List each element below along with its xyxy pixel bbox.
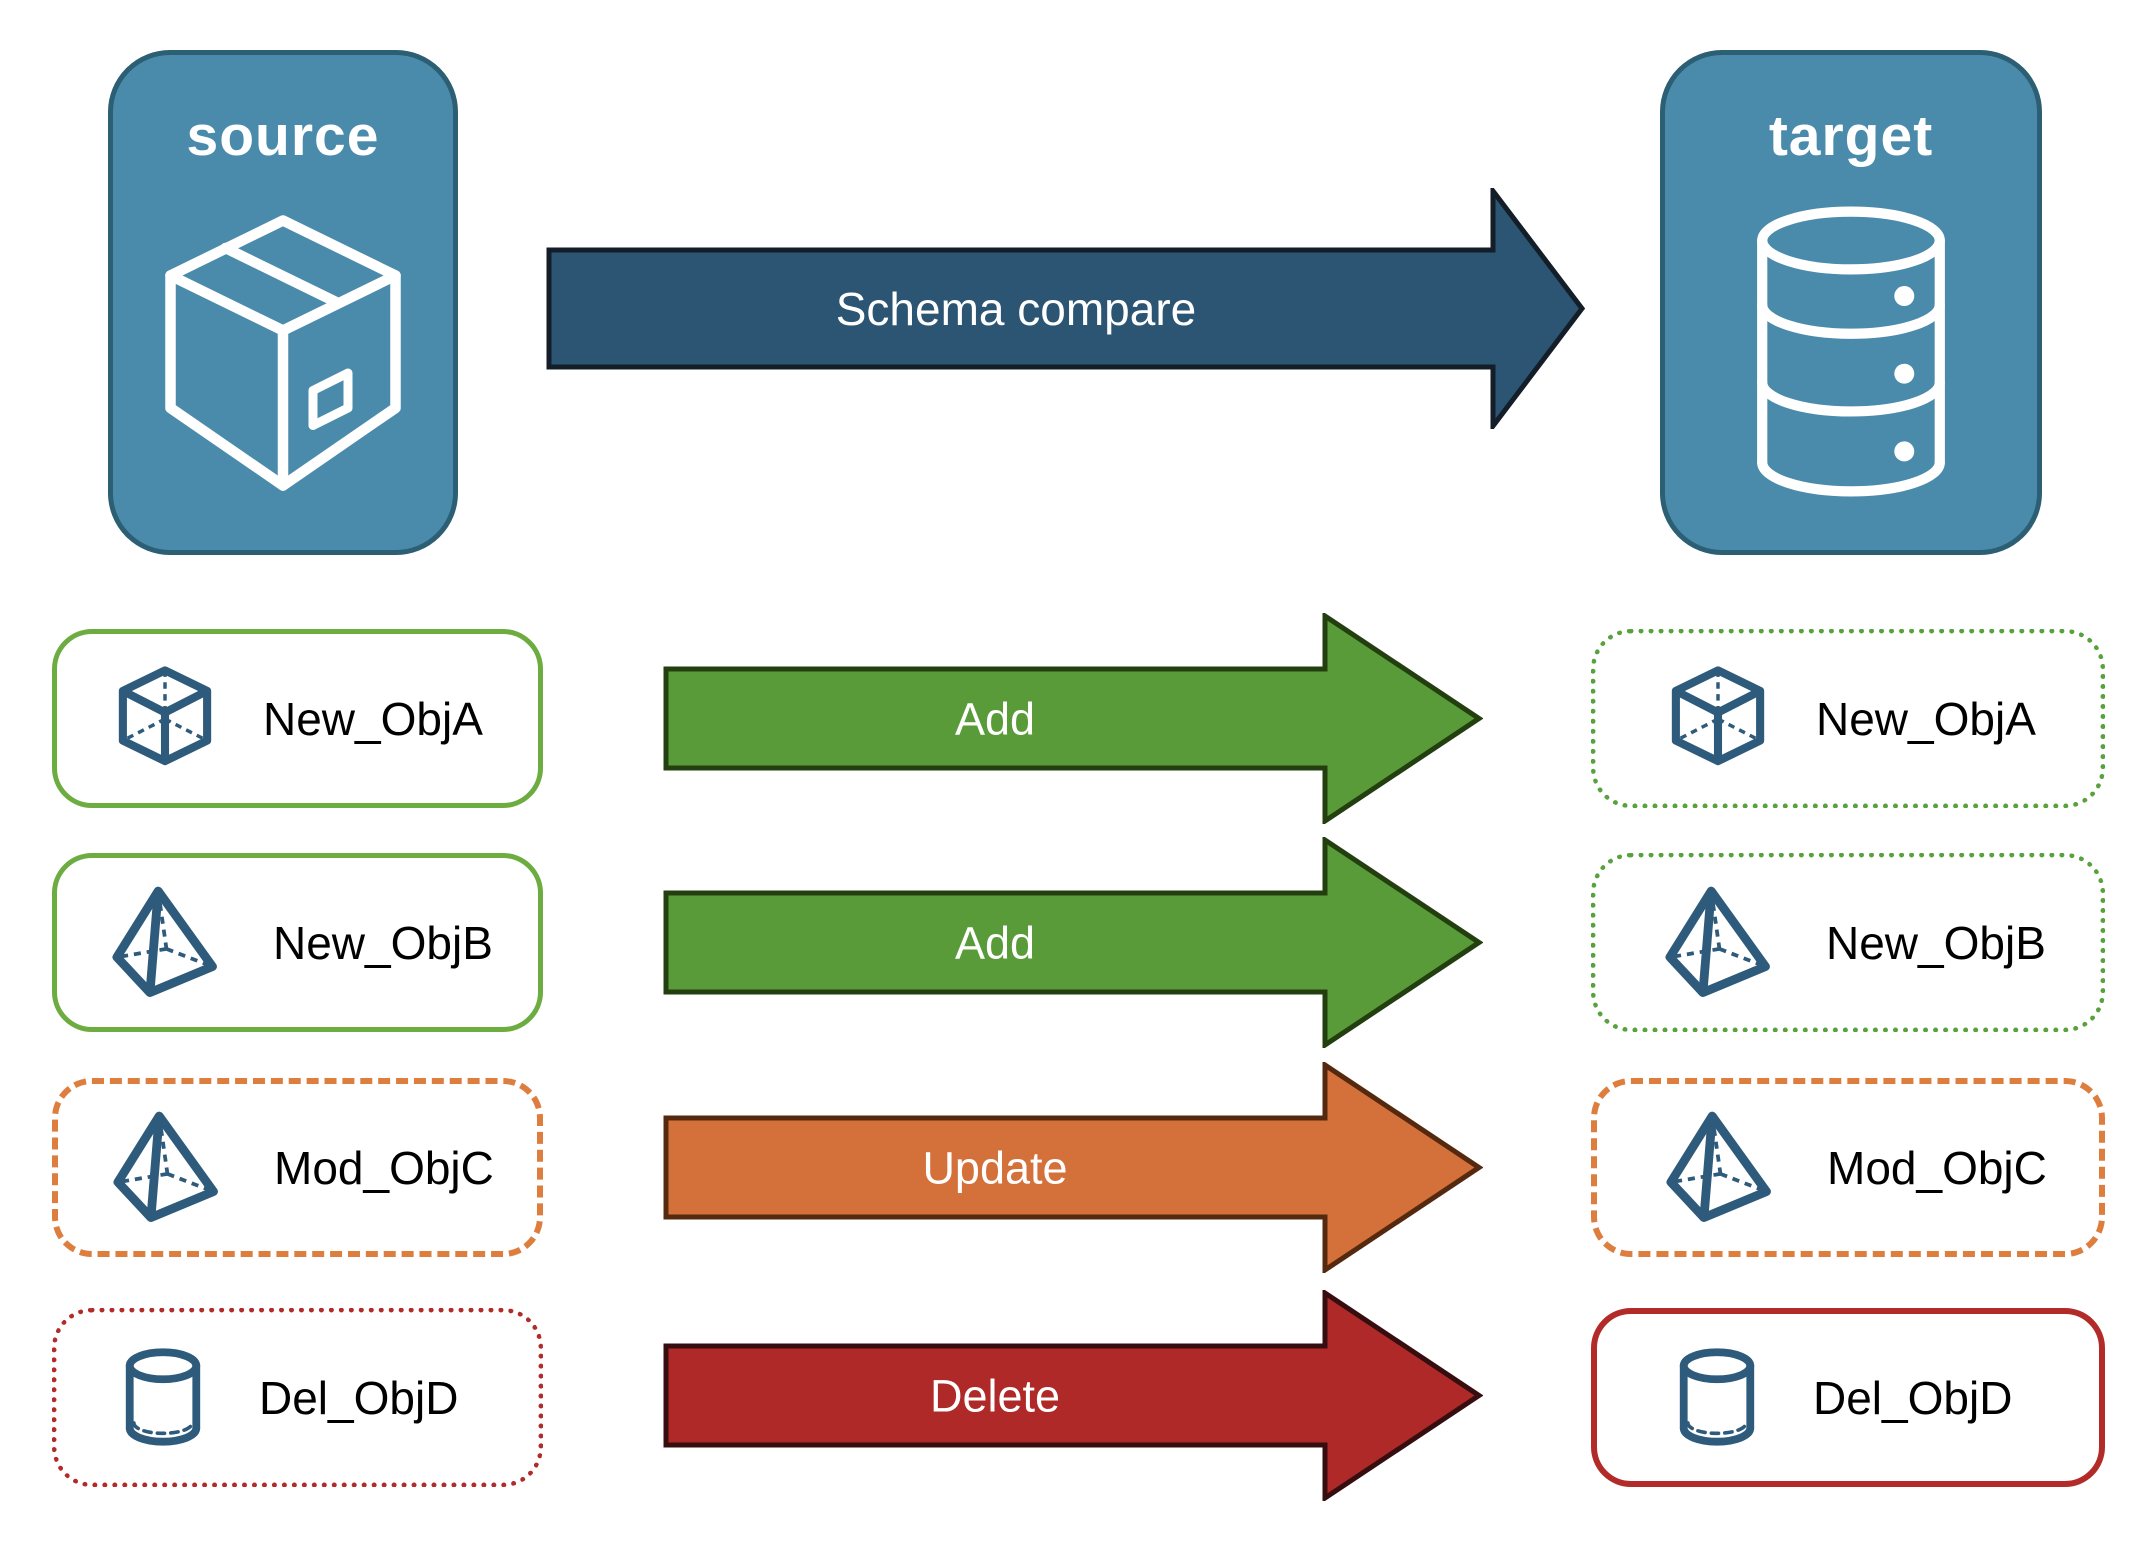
target-object-del-objd: Del_ObjD bbox=[1591, 1308, 2105, 1487]
object-label: New_ObjA bbox=[1816, 692, 2036, 745]
schema-compare-arrow: Schema compare bbox=[546, 188, 1586, 429]
target-object-new-obja: New_ObjA bbox=[1591, 629, 2105, 808]
cube-icon bbox=[1671, 665, 1765, 765]
target-object-new-objb: New_ObjB bbox=[1591, 853, 2105, 1032]
pyramid-icon bbox=[1666, 1111, 1771, 1222]
delete-arrow: Delete bbox=[663, 1290, 1483, 1501]
source-object-new-objb: New_ObjB bbox=[52, 853, 543, 1032]
pyramid-icon bbox=[112, 886, 217, 997]
pyramid-icon bbox=[113, 1111, 218, 1222]
add-arrow-row1: Add bbox=[663, 613, 1483, 824]
source-object-mod-objc: Mod_ObjC bbox=[52, 1078, 543, 1257]
object-label: Del_ObjD bbox=[1813, 1371, 2013, 1424]
source-box: source bbox=[108, 50, 458, 555]
update-arrow: Update bbox=[663, 1062, 1483, 1273]
add-arrow-row2: Add bbox=[663, 837, 1483, 1048]
object-label: New_ObjB bbox=[1826, 916, 2046, 969]
schema-compare-label: Schema compare bbox=[836, 283, 1197, 335]
cube-icon bbox=[118, 665, 212, 765]
add-arrow-label: Add bbox=[955, 918, 1035, 969]
delete-arrow-label: Delete bbox=[930, 1371, 1060, 1422]
cylinder-icon bbox=[1679, 1347, 1755, 1446]
object-label: New_ObjB bbox=[273, 916, 493, 969]
object-label: Del_ObjD bbox=[259, 1371, 459, 1424]
source-title: source bbox=[186, 104, 380, 168]
object-label: Mod_ObjC bbox=[274, 1141, 494, 1194]
database-icon bbox=[1757, 206, 1945, 497]
update-arrow-label: Update bbox=[922, 1143, 1067, 1194]
source-object-new-obja: New_ObjA bbox=[52, 629, 543, 808]
object-label: Mod_ObjC bbox=[1827, 1141, 2047, 1194]
source-object-del-objd: Del_ObjD bbox=[52, 1308, 543, 1487]
add-arrow-label: Add bbox=[955, 694, 1035, 745]
object-label: New_ObjA bbox=[263, 692, 483, 745]
target-box: target bbox=[1660, 50, 2042, 555]
package-icon bbox=[165, 215, 401, 491]
cylinder-icon bbox=[125, 1347, 201, 1446]
target-title: target bbox=[1768, 104, 1934, 168]
target-object-mod-objc: Mod_ObjC bbox=[1591, 1078, 2105, 1257]
pyramid-icon bbox=[1665, 886, 1770, 997]
